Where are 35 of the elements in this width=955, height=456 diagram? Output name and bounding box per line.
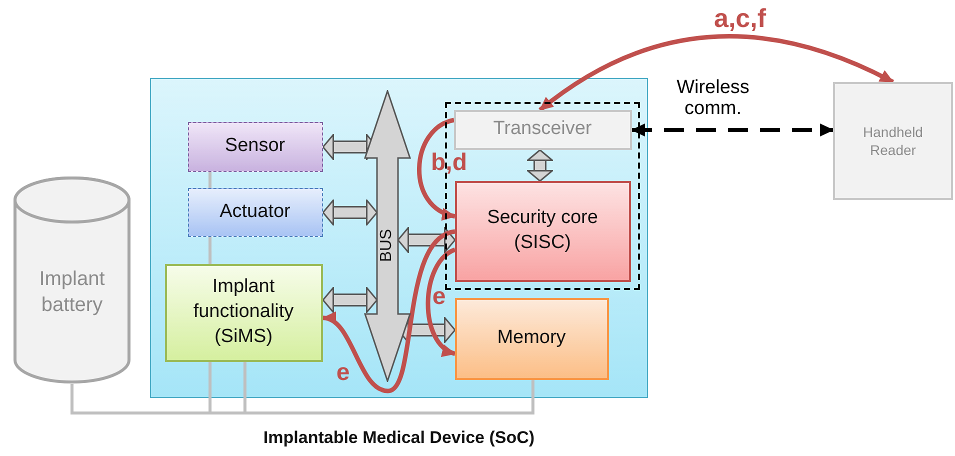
edge-label: a,c,f [712, 4, 768, 33]
battery-label: Implant battery [38, 267, 106, 318]
memory-box [454, 298, 608, 380]
functionality-box [164, 264, 322, 362]
node-label: Transceiver [493, 117, 592, 142]
security-core-box [454, 180, 630, 282]
block-arrow [397, 226, 456, 253]
block-arrow [526, 149, 553, 182]
node-label: Handheld Reader [862, 122, 924, 160]
power-line [208, 172, 212, 188]
sensor-box [188, 122, 322, 172]
edge-label: Wireless comm. [676, 78, 750, 120]
curved-arrow [538, 34, 894, 112]
node-label: Sensor [224, 134, 286, 158]
edge-label: b,d [430, 150, 468, 176]
transceiver-box [454, 110, 632, 150]
actuator-box [188, 188, 322, 236]
power-line [70, 380, 534, 414]
bus-label: BUS [376, 229, 396, 262]
node-label: Security core (SISC) [486, 206, 599, 255]
device-caption: Implantable Medical Device (SoC) [262, 427, 536, 449]
edge-label: e [431, 284, 447, 310]
curved-arrow [322, 229, 456, 394]
node-label: Actuator [220, 200, 290, 224]
block-arrow [322, 200, 378, 226]
curved-arrow [417, 118, 456, 219]
reader-box [833, 82, 953, 200]
bus-arrow [364, 90, 410, 382]
power-line [208, 237, 212, 264]
node-label: Memory [497, 326, 566, 350]
node-label: Implant functionality (SiMS) [192, 275, 295, 349]
edge-label: e [335, 360, 351, 386]
curved-arrow [426, 248, 456, 356]
block-arrow [322, 286, 378, 313]
dashed-arrow [631, 124, 834, 136]
